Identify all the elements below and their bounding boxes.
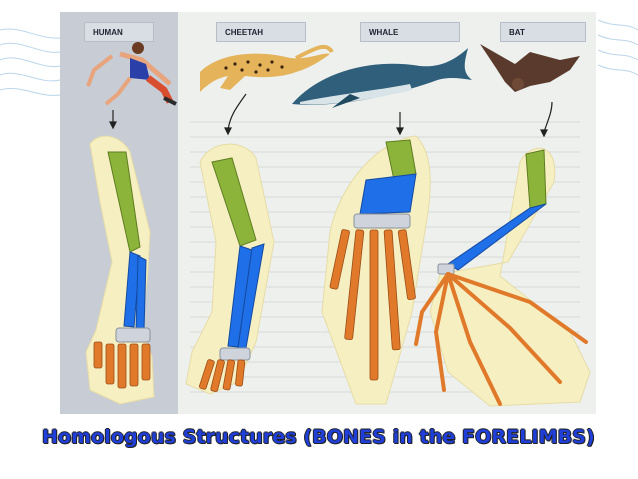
cheetah-forelimb xyxy=(185,143,275,395)
pointer-arrows xyxy=(109,93,553,138)
bat-icon xyxy=(480,44,580,92)
whale-icon xyxy=(292,48,472,108)
label-human: HUMAN xyxy=(84,22,154,42)
slide-caption: Homologous Structures (BONES in the FORE… xyxy=(42,426,595,448)
label-cheetah: CHEETAH xyxy=(216,22,306,42)
forelimb-diagram xyxy=(60,12,596,414)
human-forelimb xyxy=(85,135,155,405)
human-icon xyxy=(86,42,177,106)
label-bat: BAT xyxy=(500,22,586,42)
whale-forelimb xyxy=(321,135,431,405)
cheetah-icon xyxy=(200,44,334,92)
bat-forelimb xyxy=(414,147,591,407)
forelimb-figure: HUMAN CHEETAH WHALE BAT xyxy=(60,12,596,414)
label-whale: WHALE xyxy=(360,22,460,42)
